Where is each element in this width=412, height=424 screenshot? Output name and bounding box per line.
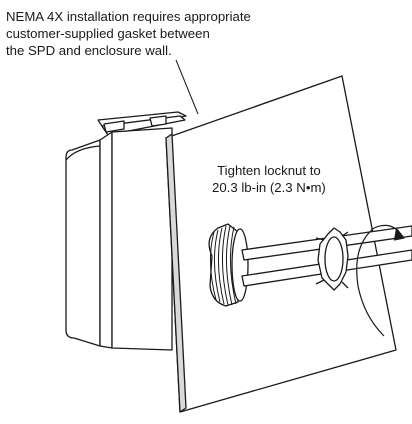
- gasket-leader-line: [175, 59, 199, 115]
- enclosure-wall-edge: [165, 133, 187, 413]
- gasket-note-line-1: NEMA 4X installation requires appropriat…: [6, 9, 251, 24]
- gasket-note-line-2: customer-supplied gasket between: [6, 26, 210, 41]
- torque-note-line-2: 20.3 lb-in (2.3 N•m): [212, 180, 326, 195]
- threaded-hub: [208, 223, 249, 307]
- torque-note-line-1: Tighten locknut to: [217, 163, 321, 178]
- gasket-note-line-3: the SPD and enclosure wall.: [6, 43, 172, 58]
- torque-note: Tighten locknut to 20.3 lb-in (2.3 N•m): [212, 162, 326, 196]
- gasket-note: NEMA 4X installation requires appropriat…: [6, 8, 251, 59]
- rotation-arrow-icon: [356, 224, 405, 337]
- locknut: [315, 227, 349, 291]
- spd-device-body: [65, 111, 187, 351]
